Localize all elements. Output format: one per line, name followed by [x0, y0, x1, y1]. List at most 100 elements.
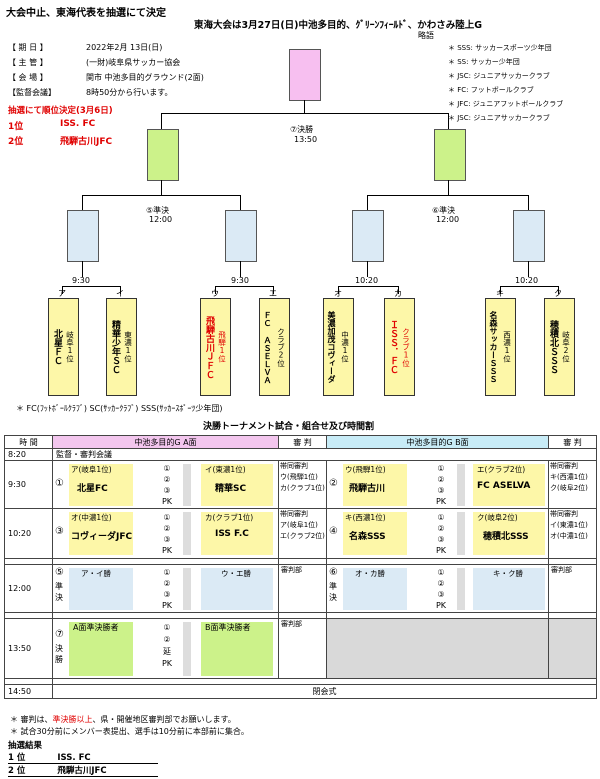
lottery-heading: 抽選にて順位決定(3月6日): [8, 106, 113, 116]
page-title: 大会中止、東海代表を抽選にて決定: [6, 8, 166, 19]
team-seed: 東濃1位: [123, 331, 133, 363]
info-host-label: 【 主 管 】: [8, 58, 48, 67]
info-host-value: (一財)岐阜県サッカー協会: [86, 58, 181, 67]
home-seed: オ(中濃1位): [71, 513, 112, 522]
team-name: ＦＣ ＡＳＥＬＶＡ: [263, 310, 272, 384]
away-seed: イ(東濃1位): [205, 465, 246, 474]
team-letter: ア: [58, 289, 66, 298]
match-ref: 帯同審判ア(岐阜1位)エ(クラブ2位): [278, 508, 327, 559]
note-referee: ＊ 審判は、準決勝以上、県・開催地区審判部でお願いします。: [10, 715, 236, 724]
team-name: 精華少年ＳＣ: [110, 320, 120, 374]
lottery-team-1: ISS. FC: [60, 119, 96, 129]
east-tournament-note: 東海大会は3月27日(日)中池多目的、ｸﾞﾘｰﾝﾌｨｰﾙﾄﾞ、かわさみ陸上G: [194, 20, 483, 31]
team-card-ki: 名森サッカーＳＳＳ 西濃1位: [485, 298, 516, 396]
legend-item: ＊ JSC: ジュニアサッカークラブ: [448, 114, 550, 122]
team-seed: 岐阜1位: [65, 331, 75, 363]
legend-item: ＊ SS: サッカー少年団: [448, 58, 520, 66]
info-meeting-value: 8時50分から行います。: [86, 88, 173, 97]
semi-right-time: 12:00: [436, 215, 460, 224]
team-letter: イ: [116, 289, 124, 298]
semi-ref: 審判部: [278, 564, 327, 613]
team-name: 名森サッカーＳＳＳ: [489, 311, 498, 383]
home-seed: ウ(飛騨1位): [345, 465, 386, 474]
away-seed: ク(岐阜2位): [477, 513, 518, 522]
lottery-rank-1: 1位: [8, 122, 24, 132]
final-label: ⑦決勝: [290, 125, 314, 134]
home-team: コヴィーダJFC: [71, 532, 133, 542]
semi-left-time: 12:00: [149, 215, 173, 224]
team-seed: 飛騨1位: [217, 331, 227, 363]
info-date-value: 2022年2月 13日(日): [86, 43, 163, 52]
match-number: ②: [329, 478, 338, 489]
match-number: ④: [329, 526, 338, 537]
closing-ceremony: 閉会式: [52, 684, 597, 699]
match-number: ⑦: [55, 629, 64, 640]
info-meeting-label: 【監督会議】: [8, 88, 56, 97]
field-b-unused: [326, 618, 549, 679]
qf-box-4: [513, 210, 545, 262]
away-team: 精華SC: [215, 484, 247, 494]
match-time: 9:30: [4, 460, 53, 509]
match-ref: 帯同審判イ(東濃1位)オ(中濃1位): [548, 508, 597, 559]
semi-left-box: [147, 129, 179, 181]
home-seed: ア(岐阜1位): [71, 465, 112, 474]
team-letter: キ: [496, 289, 504, 298]
note-member-list: ＊ 試合30分前にメンバー表提出、選手は10分前に本部前に集合。: [10, 727, 249, 736]
info-venue-value: 関市 中池多目的グラウンド(2面): [86, 73, 204, 82]
team-seed: 西濃1位: [502, 331, 512, 363]
abbrev-label: 略語: [418, 31, 434, 40]
semi-right-label: ⑥準決: [432, 206, 456, 215]
schedule-title: 決勝トーナメント試合・組合せ及び時間割: [203, 422, 375, 432]
match-time: 10:20: [4, 508, 53, 559]
home-seed: キ(西濃1位): [345, 513, 386, 522]
away-team: ウ・エ勝: [221, 569, 251, 578]
away-team: B面準決勝者: [205, 623, 251, 632]
away-team: FC ASELVA: [477, 481, 531, 491]
qf-box-2: [225, 210, 257, 262]
team-letter: エ: [269, 289, 277, 298]
qf-time-4: 10:20: [515, 276, 539, 285]
qf-time-2: 9:30: [231, 276, 249, 285]
semi-time: 12:00: [4, 564, 53, 613]
team-card-ka: ＩＳＳ．ＦＣ クラブ1位: [384, 298, 415, 396]
match-number: ⑥: [329, 567, 338, 578]
team-letter: オ: [334, 289, 342, 298]
legend-item: ＊ JSC: ジュニアサッカークラブ: [448, 72, 550, 80]
away-team: ISS F.C: [215, 529, 249, 539]
away-team: 穂積北SSS: [483, 532, 529, 542]
away-team: キ・ク勝: [493, 569, 523, 578]
header-field-a: 中池多目的G A面: [52, 435, 279, 449]
team-name: 美濃加茂コヴィーダ: [327, 311, 336, 383]
team-seed: クラブ1位: [401, 327, 411, 367]
header-ref-a: 審 判: [278, 435, 327, 449]
home-team: 飛騨古川: [349, 484, 386, 494]
away-seed: エ(クラブ2位): [477, 465, 526, 474]
header-field-b: 中池多目的G B面: [326, 435, 549, 449]
match-label: 決勝: [55, 644, 63, 664]
semi-left-label: ⑤準決: [146, 206, 170, 215]
team-letter: カ: [394, 289, 402, 298]
legend-item: ＊ JFC: ジュニアフットボールクラブ: [448, 100, 564, 108]
result-heading: 抽選結果: [8, 741, 43, 751]
info-venue-label: 【 会 場 】: [8, 73, 48, 82]
team-card-o: 美濃加茂コヴィーダ 中濃1位: [323, 298, 354, 396]
team-letter: ウ: [211, 289, 219, 298]
schedule-table: 時 間 中池多目的G A面 審 判 中池多目的G B面 審 判 8:20 監督・…: [4, 435, 597, 699]
team-name: 北星ＦＣ: [52, 329, 62, 365]
team-seed: 中濃1位: [340, 331, 350, 363]
legend-item: ＊ FC: フットボールクラブ: [448, 86, 534, 94]
home-team: 北星FC: [77, 484, 108, 494]
team-card-i: 精華少年ＳＣ 東濃1位: [106, 298, 137, 396]
final-time: 13:50: [294, 135, 318, 144]
team-seed: 岐阜2位: [561, 331, 571, 363]
qf-time-3: 10:20: [355, 276, 379, 285]
team-card-a: 北星ＦＣ 岐阜1位: [48, 298, 79, 396]
